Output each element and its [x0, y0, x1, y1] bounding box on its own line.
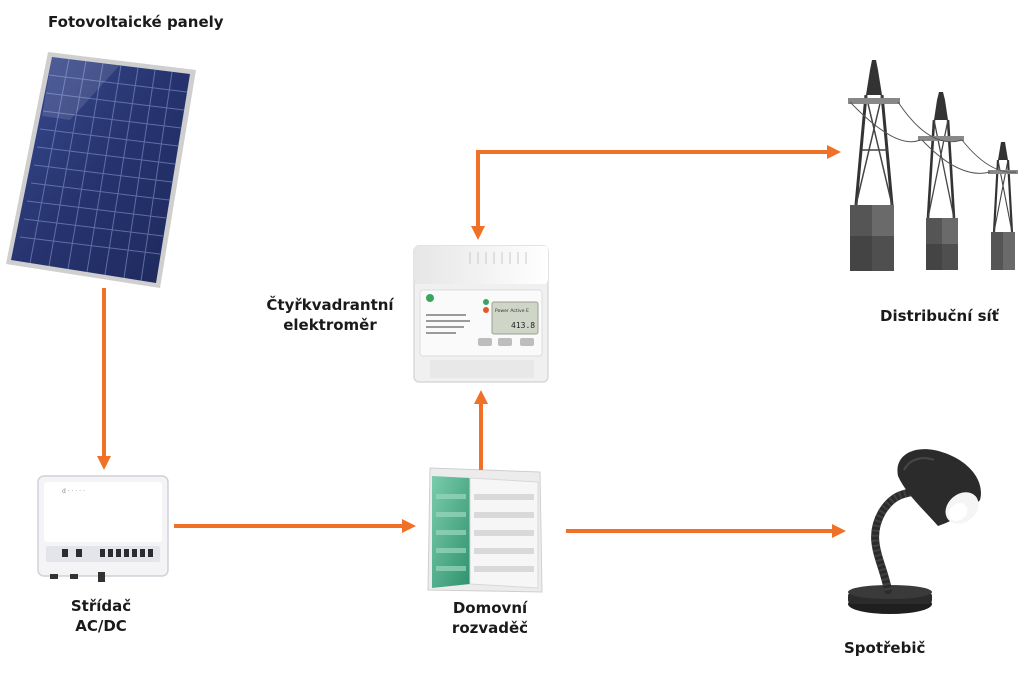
arrow-meter-grid-head-start	[827, 145, 841, 159]
arrow-board-to-appliance-head	[832, 524, 846, 538]
label-solar-panels-text: Fotovoltaické panely	[48, 13, 224, 31]
label-appliance: Spotřebič	[844, 638, 925, 658]
lamp-icon	[848, 449, 981, 614]
tower-large	[848, 60, 900, 271]
arrow-meter-grid-head	[471, 226, 485, 240]
arrow-meter-grid	[476, 150, 827, 226]
svg-text:d · · · · ·: d · · · · ·	[62, 488, 85, 495]
tower-medium	[918, 92, 964, 270]
label-grid-text: Distribuční síť	[880, 307, 999, 325]
arrow-inverter-to-board-head	[402, 519, 416, 533]
label-grid: Distribuční síť	[880, 306, 999, 326]
tower-small	[988, 142, 1018, 270]
power-grid-icon	[848, 60, 1018, 271]
label-inverter-line2: AC/DC	[75, 617, 127, 635]
label-appliance-text: Spotřebič	[844, 639, 926, 657]
label-meter-line1: Čtyřkvadrantní	[266, 296, 394, 314]
inverter-icon: d · · · · ·	[37, 475, 169, 582]
label-distribution-board-line2: rozvaděč	[451, 619, 529, 637]
label-meter: Čtyřkvadrantní elektroměr	[258, 295, 402, 335]
distribution-board-icon	[427, 467, 543, 593]
meter-display-value: 413.8	[511, 321, 535, 330]
label-meter-line2: elektroměr	[283, 316, 377, 334]
label-inverter: Střídač AC/DC	[56, 596, 146, 636]
flow-arrows	[97, 145, 846, 538]
energy-meter-icon	[413, 245, 549, 383]
arrow-board-to-meter-head	[474, 390, 488, 404]
label-distribution-board-line1: Domovní	[452, 599, 528, 617]
solar-panel-icon	[6, 52, 196, 288]
label-inverter-line1: Střídač	[70, 597, 132, 615]
label-solar-panels: Fotovoltaické panely	[48, 12, 224, 32]
arrow-panels-to-inverter-head	[97, 456, 111, 470]
label-distribution-board: Domovní rozvaděč	[440, 598, 540, 638]
meter-display-top: Power Active E	[495, 308, 529, 314]
